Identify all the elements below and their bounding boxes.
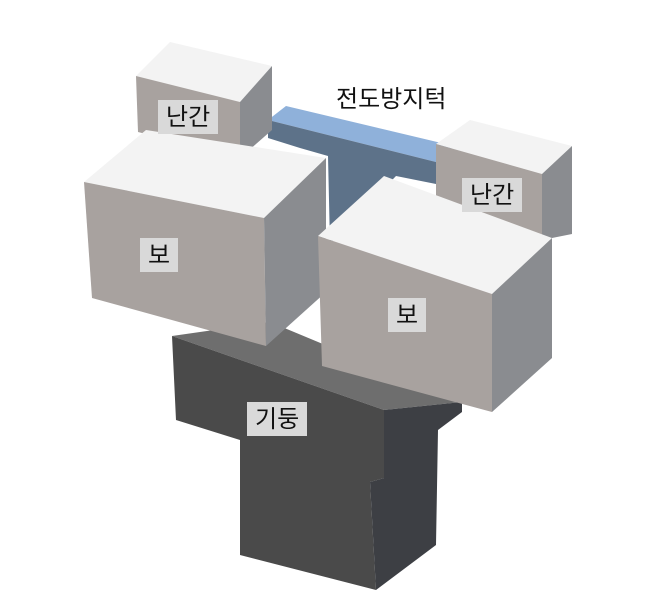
column-side-face — [370, 402, 462, 590]
railing-left-side — [240, 66, 272, 158]
derail-stopper-block — [268, 106, 454, 244]
railing-right-label: 난간 — [462, 178, 523, 212]
railing-left-top — [136, 42, 272, 102]
beam-left-label: 보 — [140, 238, 179, 272]
beam-right-side — [492, 238, 552, 412]
railing-left-label: 난간 — [158, 100, 219, 134]
column-top-face — [172, 322, 462, 410]
railing-right-side — [542, 146, 572, 240]
stopper-top-face — [268, 106, 454, 162]
beam-left-top — [84, 130, 326, 218]
railing-right-top — [436, 120, 572, 174]
beam-right-label: 보 — [388, 298, 427, 332]
beam-left-block — [84, 130, 326, 346]
beam-right-top — [318, 176, 552, 294]
column-label: 기둥 — [247, 402, 308, 436]
beam-left-side — [264, 158, 326, 346]
stopper-front-face — [268, 120, 436, 244]
column-block — [172, 322, 462, 590]
column-front-face — [172, 336, 384, 590]
derail-stopper-label: 전도방지턱 — [336, 85, 447, 113]
